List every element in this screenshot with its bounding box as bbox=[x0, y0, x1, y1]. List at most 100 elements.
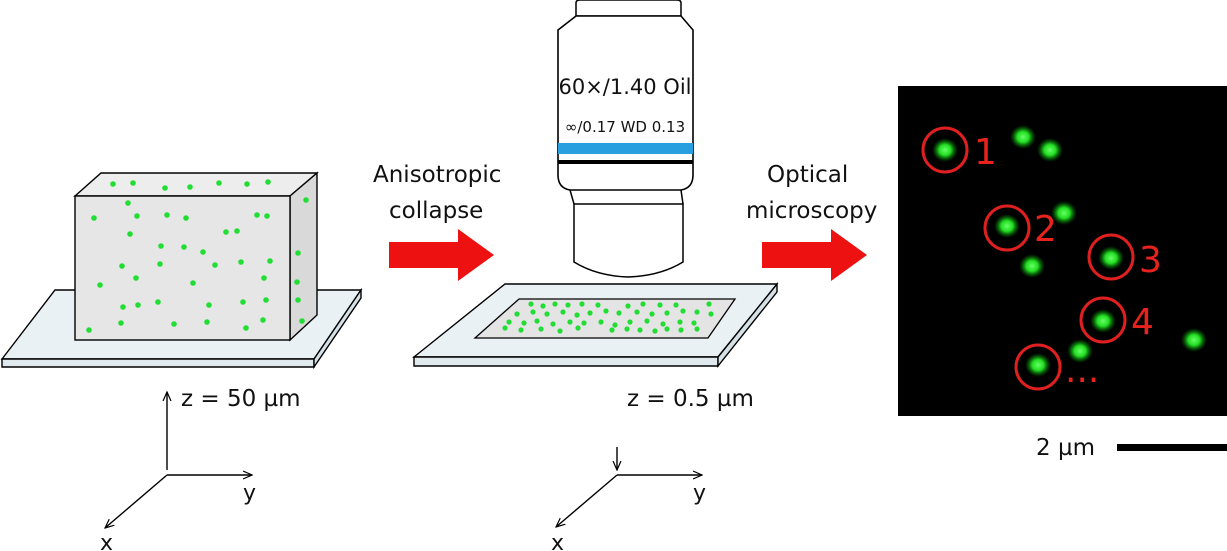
fluorescent-spot bbox=[1051, 201, 1077, 225]
particle-dot bbox=[91, 215, 97, 221]
y-axis-label-2: y bbox=[693, 481, 706, 506]
particle-dot bbox=[587, 310, 593, 316]
particle-dot bbox=[181, 244, 187, 250]
particle-dot bbox=[560, 309, 566, 315]
particle-dot bbox=[234, 228, 240, 234]
particle-dot bbox=[187, 184, 193, 190]
scale-bar-label: 2 µm bbox=[1036, 435, 1095, 461]
particle-dot bbox=[86, 327, 92, 333]
block-front-face bbox=[74, 195, 291, 341]
particle-dot bbox=[133, 275, 139, 281]
thin-gel-layer bbox=[473, 298, 737, 339]
particle-dot bbox=[540, 303, 546, 309]
particle-dot bbox=[190, 280, 196, 286]
marker-circles bbox=[921, 126, 1135, 391]
fluorescent-particles-3d bbox=[86, 179, 309, 333]
particle-dot bbox=[612, 322, 618, 328]
particle-dot bbox=[616, 310, 622, 316]
particle-dot bbox=[552, 301, 558, 307]
particle-dot bbox=[299, 318, 305, 324]
particle-dot bbox=[264, 213, 270, 219]
particle-dot bbox=[649, 311, 655, 317]
particle-dot bbox=[97, 282, 103, 288]
particle-dot bbox=[680, 308, 686, 314]
fluorescent-spot bbox=[1025, 353, 1051, 377]
collapse-label-line2: collapse bbox=[389, 198, 483, 224]
particle-dot bbox=[678, 327, 684, 333]
particle-dot bbox=[110, 181, 116, 187]
particle-dot bbox=[691, 320, 697, 326]
particle-dot bbox=[581, 320, 587, 326]
fluorescent-spots bbox=[932, 125, 1207, 377]
particle-dot bbox=[579, 301, 585, 307]
fluorescent-particles-2d bbox=[502, 301, 714, 334]
particle-dot bbox=[708, 311, 714, 317]
particle-dot bbox=[157, 261, 163, 267]
particle-dot bbox=[212, 262, 218, 268]
particle-dot bbox=[627, 319, 633, 325]
particle-dot bbox=[216, 180, 222, 186]
fluorescence-image: 1 2 3 4 ... bbox=[898, 86, 1227, 416]
particle-dot bbox=[634, 309, 640, 315]
collapse-label-line1: Anisotropic bbox=[373, 162, 501, 188]
fluorescent-spot bbox=[1090, 309, 1116, 333]
fluorescent-spot bbox=[1019, 254, 1045, 278]
particle-dot bbox=[240, 299, 246, 305]
particle-dot bbox=[574, 312, 580, 318]
particle-dot bbox=[119, 263, 125, 269]
objective-spec-wd: ∞/0.17 WD 0.13 bbox=[565, 118, 685, 136]
particle-dot bbox=[155, 299, 161, 305]
particle-dot bbox=[162, 185, 168, 191]
x-axis-label: x bbox=[100, 531, 113, 551]
particle-dot bbox=[244, 181, 250, 187]
particle-dot bbox=[120, 304, 126, 310]
particle-dot bbox=[261, 275, 267, 281]
particle-dot bbox=[664, 310, 670, 316]
fluorescent-spot bbox=[932, 138, 958, 162]
image-background bbox=[898, 86, 1227, 416]
microscopy-arrow: Optical microscopy bbox=[746, 162, 877, 281]
particle-dot bbox=[530, 309, 536, 315]
axes-middle: y x bbox=[551, 447, 706, 551]
particle-dot bbox=[694, 326, 700, 332]
particle-dot bbox=[263, 297, 269, 303]
axes-left: y x bbox=[100, 392, 256, 551]
particle-dot bbox=[609, 327, 615, 333]
marker-label-more: ... bbox=[1065, 350, 1099, 391]
collapse-arrow: Anisotropic collapse bbox=[373, 162, 501, 281]
particle-dot bbox=[624, 326, 630, 332]
marker-label-2: 2 bbox=[1034, 209, 1057, 250]
particle-dot bbox=[652, 328, 658, 334]
scale-bar: 2 µm bbox=[1036, 435, 1227, 461]
particle-dot bbox=[640, 301, 646, 307]
particle-dot bbox=[164, 212, 170, 218]
particle-dot bbox=[603, 308, 609, 314]
microscope-objective: 60×/1.40 Oil ∞/0.17 WD 0.13 bbox=[557, 0, 694, 278]
block-side-face bbox=[289, 171, 318, 342]
particle-dot bbox=[706, 301, 712, 307]
particle-dot bbox=[514, 311, 520, 317]
collapsed-sample bbox=[412, 282, 779, 369]
fluorescent-spot bbox=[994, 214, 1020, 238]
particle-dot bbox=[243, 325, 249, 331]
particle-dot bbox=[657, 302, 663, 308]
particle-dot bbox=[550, 321, 556, 327]
particle-dot bbox=[118, 320, 124, 326]
particle-dot bbox=[303, 197, 309, 203]
particle-dot bbox=[694, 309, 700, 315]
objective-oil-band bbox=[558, 143, 693, 154]
particle-dot bbox=[265, 179, 271, 185]
particle-dot bbox=[223, 229, 229, 235]
x-axis-label-2: x bbox=[551, 531, 564, 551]
particle-dot bbox=[267, 258, 273, 264]
particle-dot bbox=[295, 250, 301, 256]
particle-dot bbox=[660, 321, 666, 327]
particle-dot bbox=[200, 249, 206, 255]
particle-dot bbox=[538, 326, 544, 332]
particle-dot bbox=[664, 326, 670, 332]
microscopy-label-line1: Optical bbox=[767, 162, 848, 188]
particle-dot bbox=[534, 318, 540, 324]
particle-dot bbox=[238, 259, 244, 265]
particle-dot bbox=[130, 180, 136, 186]
marker-label-3: 3 bbox=[1139, 240, 1162, 281]
